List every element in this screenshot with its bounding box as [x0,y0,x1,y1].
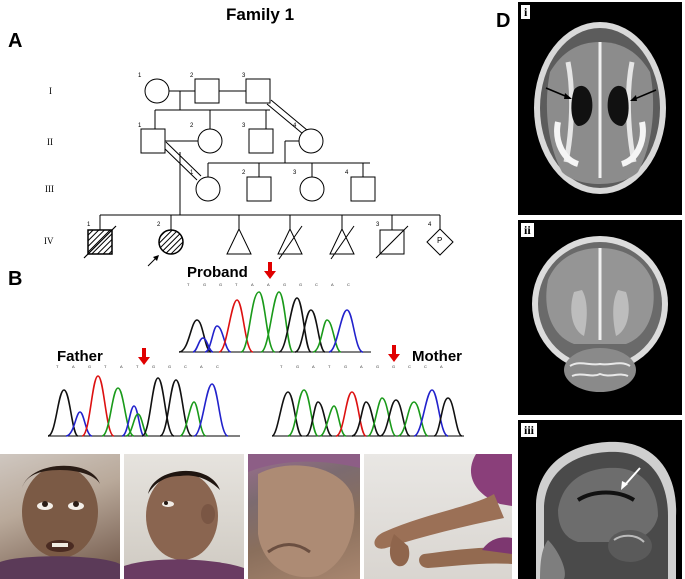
svg-text:A: A [251,282,254,287]
id-II3: 3 [242,123,246,129]
mri-label-iii: iii [521,423,538,437]
id-IV1: 1 [87,222,91,228]
generation-label-IV: IV [44,236,54,246]
pedigree-I2-male [194,78,220,104]
figure-title: Family 1 [226,5,295,24]
patient-photo-back [248,454,360,579]
mri-axial: i [518,2,682,215]
svg-text:T: T [104,364,107,369]
svg-text:C: C [424,364,427,369]
pedigree-II4-female [298,128,324,154]
svg-text:G: G [88,364,91,369]
pedigree-IV-miscarriage-3 [329,227,355,255]
pedigree-I3-male [245,78,271,104]
father-trace-label: Father [57,348,103,365]
id-IV3: 3 [376,222,380,228]
svg-text:G: G [376,364,379,369]
variant-arrow-icon [388,345,400,362]
pedigree-IV-miscarriage-1 [226,227,252,255]
svg-text:C: C [184,364,187,369]
variant-arrow-icon [264,262,276,279]
pedigree-III1-female [195,176,221,202]
id-IV4: 4 [428,222,432,228]
svg-text:T: T [187,282,190,287]
pedigree-IV2-affected-female [158,229,184,255]
svg-text:T: T [328,364,331,369]
pedigree-II2-female [197,128,223,154]
id-IV2: 2 [157,222,161,228]
id-II4: 4 [293,123,297,129]
svg-text:G: G [168,364,171,369]
proband-trace-label: Proband [187,264,248,281]
generation-label-I: I [49,86,52,96]
svg-text:T: T [235,282,238,287]
pedigree-III2-male [246,176,272,202]
id-II1: 1 [138,123,142,129]
generation-label-III: III [45,184,54,194]
id-I2: 2 [190,73,194,79]
svg-text:A: A [331,282,334,287]
svg-text:T: T [56,364,59,369]
pedigree-I1-female [144,78,170,104]
mri-label-i: i [521,5,531,19]
patient-photo-face [0,454,120,579]
svg-text:A: A [440,364,443,369]
pedigree-III3-female [299,176,325,202]
svg-text:A: A [312,364,315,369]
generation-label-II: II [47,137,53,147]
svg-text:G: G [299,282,302,287]
svg-text:G: G [283,282,286,287]
id-III2: 2 [242,170,246,176]
mri-coronal: ii [518,220,682,415]
id-II2: 2 [190,123,194,129]
svg-text:T: T [280,364,283,369]
svg-text:G: G [344,364,347,369]
mother-trace-label: Mother [412,348,462,365]
svg-text:G: G [392,364,395,369]
svg-text:A: A [72,364,75,369]
svg-text:G: G [152,364,155,369]
patient-photo-arms [364,454,512,579]
id-I3: 3 [242,73,246,79]
panel-label-a: A [8,30,23,52]
id-III4: 4 [345,170,349,176]
svg-text:G: G [219,282,222,287]
pedigree-chart [83,78,454,267]
pedigree-II3-male [248,128,274,154]
mri-sagittal: iii [518,420,682,579]
pedigree-III4-male [350,176,376,202]
panel-label-b: B [8,268,23,290]
svg-text:C: C [347,282,350,287]
proband-symbol-label: P [437,236,443,245]
svg-text:A: A [267,282,270,287]
panel-label-d: D [496,10,511,32]
svg-text:A: A [120,364,123,369]
svg-text:A: A [200,364,203,369]
id-I1: 1 [138,73,142,79]
svg-text:G: G [296,364,299,369]
mri-label-ii: ii [521,223,534,237]
pedigree-IV-miscarriage-2 [277,227,303,255]
svg-text:G: G [203,282,206,287]
patient-photo-profile [124,454,244,579]
pedigree-II1-male [140,128,166,154]
svg-text:C: C [408,364,411,369]
id-III1: 1 [190,170,194,176]
svg-text:C: C [315,282,318,287]
svg-text:C: C [216,364,219,369]
svg-text:A: A [360,364,363,369]
pedigree-IV4-diamond [426,228,454,256]
svg-text:T: T [136,364,139,369]
id-III3: 3 [293,170,297,176]
variant-arrow-icon [138,348,150,365]
